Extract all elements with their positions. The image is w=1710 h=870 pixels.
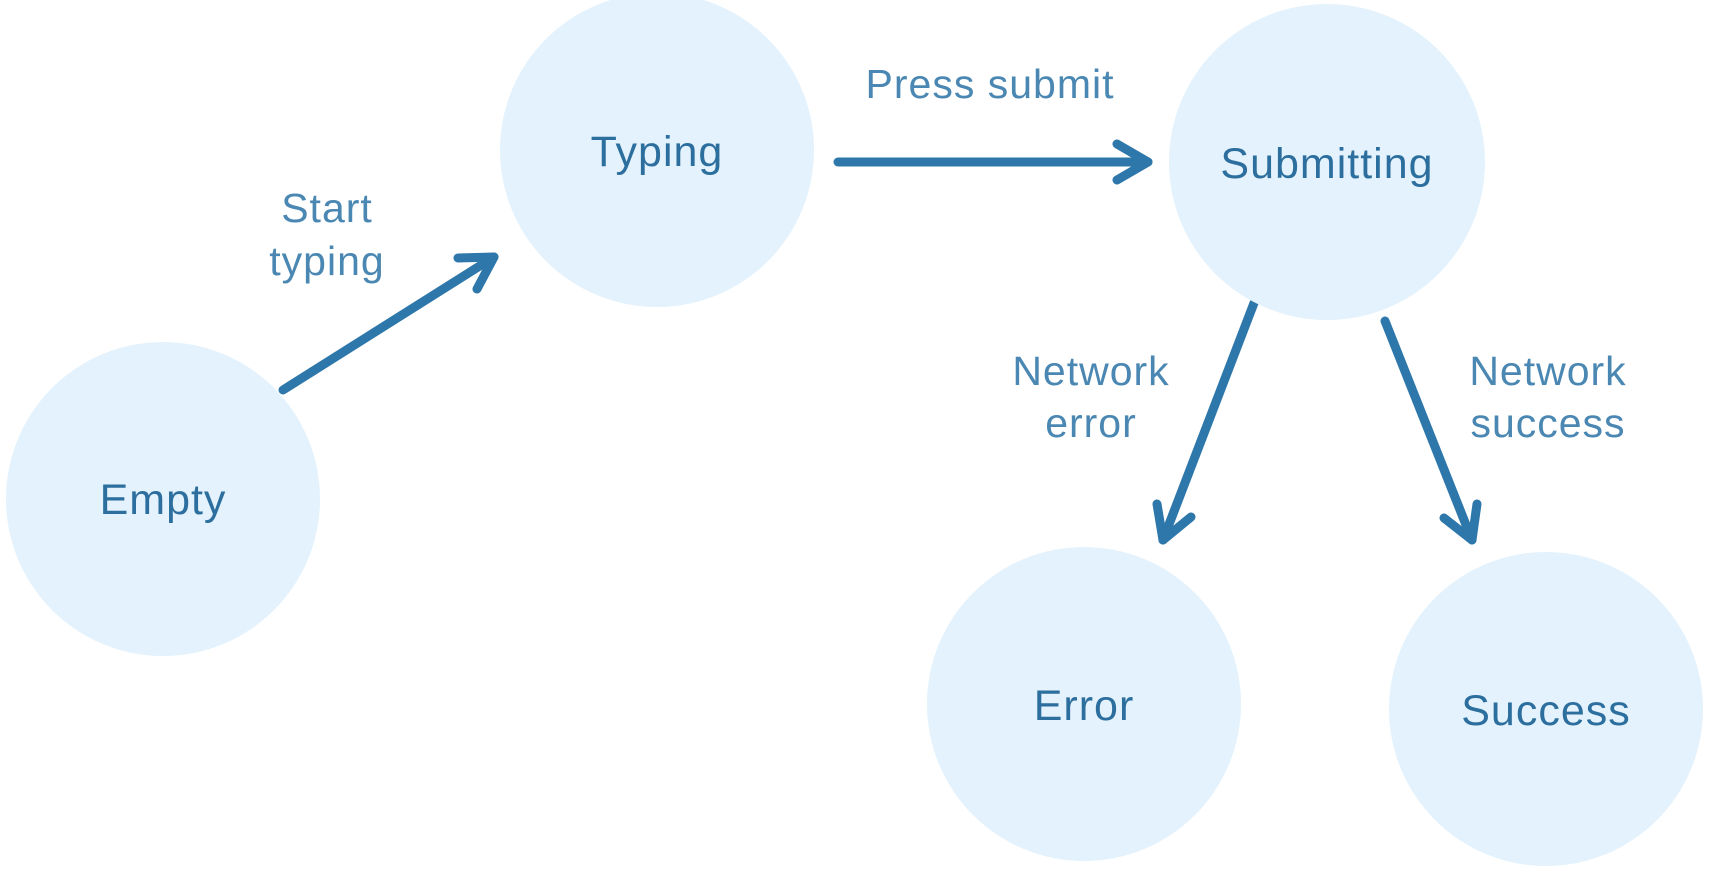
transition-label-line: typing xyxy=(269,238,384,284)
state-label-error: Error xyxy=(1034,682,1135,730)
state-circle-empty xyxy=(6,342,320,656)
arrow-line-empty-typing xyxy=(278,252,499,395)
transition-submitting-to-error xyxy=(1152,298,1259,545)
state-label-submitting: Submitting xyxy=(1220,140,1433,188)
transition-label-start-typing: Start typing xyxy=(269,185,384,284)
transition-label-line: error xyxy=(1045,400,1137,446)
state-circle-typing xyxy=(500,0,814,307)
state-circle-success xyxy=(1389,552,1703,866)
transition-submitting-to-success xyxy=(1380,316,1482,545)
state-node-empty: Empty xyxy=(6,342,320,656)
arrow-head-submitting-error xyxy=(1152,499,1196,545)
transition-label-line: Network xyxy=(1012,348,1169,394)
state-circle-submitting xyxy=(1169,4,1485,320)
transition-label-line: Start xyxy=(281,185,373,231)
state-label-success: Success xyxy=(1461,687,1631,735)
arrow-line-submitting-error xyxy=(1158,298,1259,545)
state-label-empty: Empty xyxy=(100,476,227,524)
arrow-head-typing-submitting xyxy=(1112,139,1153,185)
state-node-typing: Typing xyxy=(500,0,814,307)
state-label-typing: Typing xyxy=(591,128,724,176)
arrow-head-submitting-success xyxy=(1439,499,1482,545)
state-node-success: Success xyxy=(1389,552,1703,866)
transition-empty-to-typing xyxy=(278,252,499,395)
state-circle-error xyxy=(927,547,1241,861)
arrow-line-submitting-success xyxy=(1380,316,1477,545)
transition-label-press-submit: Press submit xyxy=(866,61,1115,107)
transition-label-line: Press submit xyxy=(866,61,1115,107)
transition-label-network-success: Network success xyxy=(1469,348,1626,446)
state-node-error: Error xyxy=(927,547,1241,861)
transition-label-line: Network xyxy=(1469,348,1626,394)
transition-typing-to-submitting xyxy=(833,139,1153,185)
state-node-submitting: Submitting xyxy=(1169,4,1485,320)
arrow-head-empty-typing xyxy=(453,252,499,294)
transition-label-line: success xyxy=(1470,400,1625,446)
transition-label-network-error: Network error xyxy=(1012,348,1169,446)
